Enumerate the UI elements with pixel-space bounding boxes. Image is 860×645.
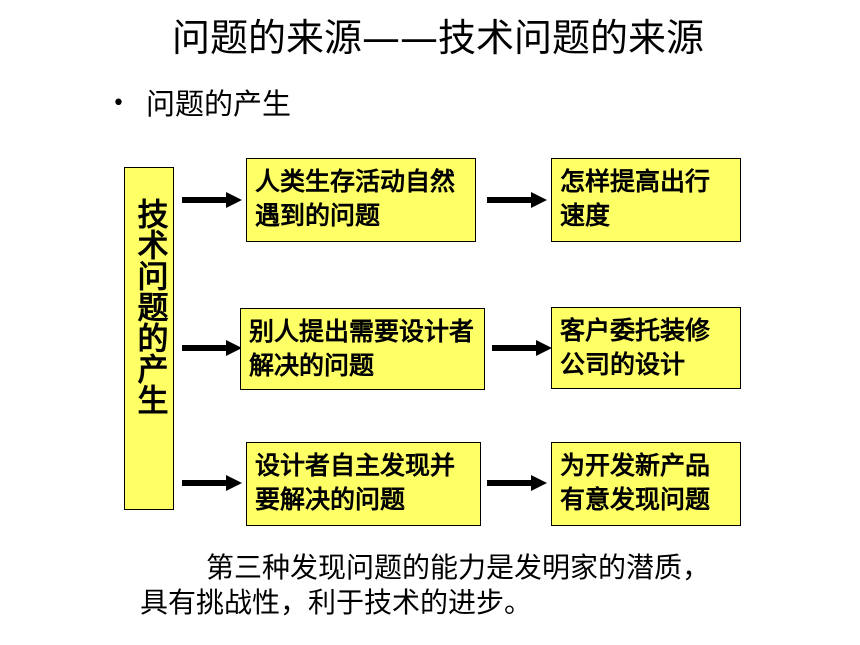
footer-note: 第三种发现问题的能力是发明家的潜质， 具有挑战性，利于技术的进步。 (140, 550, 830, 620)
arrow-right-icon (182, 340, 242, 356)
source-box-3: 设计者自主发现并要解决的问题 (246, 442, 481, 526)
source-box-1: 人类生存活动自然遇到的问题 (246, 158, 476, 242)
slide-title: 问题的来源——技术问题的来源 (172, 16, 705, 60)
source-text: 人类生存活动自然遇到的问题 (255, 167, 456, 230)
example-text: 为开发新产品有意发现问题 (560, 451, 711, 514)
arrow-right-icon (487, 475, 547, 491)
example-box-3: 为开发新产品有意发现问题 (551, 442, 741, 526)
bullet-dot-icon: • (112, 91, 125, 116)
source-text: 设计者自主发现并要解决的问题 (255, 451, 456, 514)
footer-line-1: 第三种发现问题的能力是发明家的潜质， (206, 551, 711, 584)
source-box-2: 别人提出需要设计者解决的问题 (240, 308, 485, 390)
vertical-label-text: 技术问题的产生 (131, 198, 168, 415)
bullet-text: 问题的产生 (146, 87, 292, 121)
example-box-1: 怎样提高出行速度 (551, 158, 741, 242)
footer-line-2: 具有挑战性，利于技术的进步。 (140, 586, 533, 619)
source-text: 别人提出需要设计者解决的问题 (249, 317, 475, 380)
arrow-right-icon (487, 192, 547, 208)
example-box-2: 客户委托装修公司的设计 (551, 307, 741, 389)
arrow-right-icon (492, 340, 552, 356)
arrow-right-icon (182, 475, 242, 491)
vertical-label-box: 技术问题的产生 (124, 167, 174, 510)
arrow-right-icon (182, 192, 242, 208)
bullet-item: • 问题的产生 (112, 84, 291, 124)
example-text: 怎样提高出行速度 (560, 167, 711, 230)
example-text: 客户委托装修公司的设计 (560, 316, 711, 379)
